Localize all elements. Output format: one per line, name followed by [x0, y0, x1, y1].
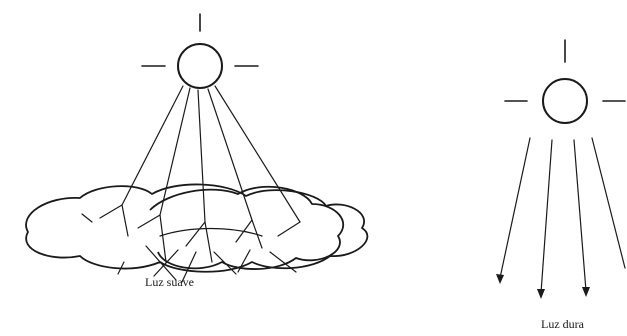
scatter-ray: [145, 245, 177, 281]
light-ray-arrow: [540, 139, 553, 294]
ray: [121, 85, 184, 206]
scatter-ray: [213, 251, 237, 275]
scatter-ray: [251, 219, 263, 249]
soft-light-caption: Luz suave: [145, 275, 194, 289]
hard-light-rays: [496, 137, 626, 299]
scatter-ray: [277, 221, 301, 237]
scatter-ray: [269, 251, 297, 273]
cloud-inner-curve: [159, 227, 263, 237]
ray: [214, 85, 301, 223]
sun-icon-left: [141, 13, 259, 89]
cloud-icon: [25, 183, 369, 273]
scatter-ray: [99, 204, 123, 219]
ray: [159, 87, 191, 216]
scatter-ray: [181, 251, 197, 283]
arrowhead: [496, 274, 504, 284]
scatter-ray: [204, 221, 213, 263]
scatter-ray: [81, 213, 93, 223]
light-ray-arrow: [573, 139, 587, 292]
sun-disc: [177, 43, 223, 89]
scatter-ray: [137, 214, 161, 229]
soft-light-panel: Luz suave: [25, 13, 369, 289]
hard-light-panel: Luz dura: [496, 39, 626, 331]
ray: [207, 88, 253, 221]
scatter-ray: [159, 214, 167, 263]
scatter-ray: [117, 261, 125, 275]
soft-light-rays: [121, 85, 301, 223]
light-ray-arrow: [591, 137, 626, 269]
scattered-rays: [81, 204, 301, 283]
scatter-ray: [121, 204, 129, 237]
arrowhead: [582, 287, 590, 297]
ray: [197, 89, 206, 223]
scatter-ray: [185, 221, 206, 247]
sun-icon-right: [504, 39, 626, 124]
scatter-ray: [235, 219, 253, 243]
cloud-front: [149, 185, 345, 270]
light-ray-arrow: [499, 137, 531, 279]
scatter-ray: [237, 249, 251, 273]
scatter-ray: [153, 249, 179, 277]
sun-disc: [542, 78, 588, 124]
arrowhead: [537, 289, 545, 299]
hard-light-caption: Luz dura: [541, 317, 585, 331]
cloud-back: [25, 183, 369, 273]
